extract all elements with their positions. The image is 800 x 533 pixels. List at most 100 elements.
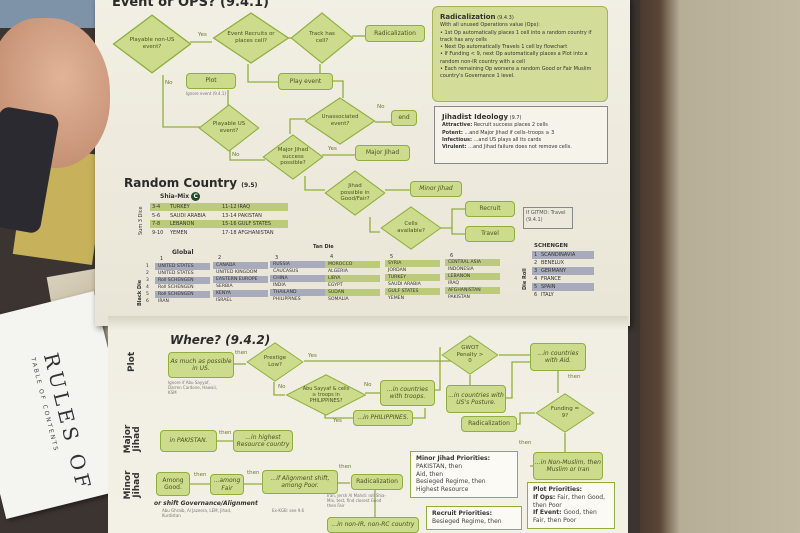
box-among-fair: ...among Fair <box>210 474 244 495</box>
plot-prio-key: If Ops: <box>533 493 556 501</box>
black-die-row-number: 4 <box>146 285 149 290</box>
label-no: No <box>364 382 372 388</box>
shia-cell: 9-10 <box>152 229 164 236</box>
global-table-cell: UNITED KINGDOM <box>216 270 258 276</box>
schengen-country: ITALY <box>541 292 554 298</box>
minor-prio-title: Minor Jihad Priorities: <box>416 455 490 462</box>
major-jihad-section-label: Major Jihad <box>123 424 143 454</box>
tan-die-column-header: 6 <box>450 253 454 259</box>
then-label: then <box>568 374 581 380</box>
global-table-cell: SAUDI ARABIA <box>388 281 421 287</box>
shia-cell: 7-8 <box>152 221 161 227</box>
schengen-country: SCANDINAVIA <box>541 252 576 258</box>
box-radicalization-minor: Radicalization <box>351 474 403 490</box>
diamond-track-has-cell: Track has cell? <box>290 12 354 64</box>
schengen-roll: 1 <box>534 252 538 258</box>
label-no: No <box>377 104 385 110</box>
radicalization-note: Iran, Jersh Al Mahdi: roll Shia-Mix, tes… <box>327 493 386 508</box>
plot-prio-key: If Event: <box>533 509 562 517</box>
minor-prio-item: PAKISTAN, then <box>416 462 463 470</box>
diamond-prestige-low: Prestige Low? <box>246 342 304 382</box>
box-end: end <box>391 110 417 126</box>
diamond-jihad-good-fair: Jihad possible in Good/Fair? <box>324 170 386 216</box>
minor-prio-item: Besieged Regime, then <box>416 478 486 486</box>
global-table-cell: EGYPT <box>328 282 343 288</box>
schengen-country: BENELUX <box>541 260 565 266</box>
tan-die-label: Tan Die <box>313 244 334 250</box>
box-plot: Plot <box>186 73 236 89</box>
black-die-row-number: 3 <box>146 278 149 283</box>
label-no: No <box>278 384 286 390</box>
diamond-playable-us: Playable US event? <box>198 104 260 152</box>
global-table-cell: Roll SCHENGEN <box>155 277 210 284</box>
shia-cell: LEBANON <box>170 221 195 227</box>
shia-cell: 3-4 <box>152 204 161 210</box>
label-no: No <box>232 152 240 158</box>
ideology-key: Infectious: <box>442 136 473 143</box>
box-among-good: Among Good. <box>156 472 190 496</box>
plot-prio-value: Good, then Fair, then Poor <box>533 509 597 525</box>
shia-cell: AFGHANISTAN <box>238 229 274 236</box>
box-alignment-shift-poor: ...if Alignment shift, among Poor. <box>262 470 338 494</box>
label-yes: Yes <box>328 146 337 152</box>
label-no: No <box>165 80 173 86</box>
global-table-cell: SYRIA <box>385 259 440 267</box>
then-label: then <box>219 430 232 436</box>
box-major-jihad: Major Jihad <box>355 145 410 161</box>
us-note: Ignore if Abu Sayyaf, Darren Cardone, Ha… <box>168 380 217 395</box>
global-table-cell: ALGERIA <box>328 268 348 274</box>
shia-cell: 5-6 <box>152 212 161 219</box>
ignore-event-note: Ignore event (9.4.1) <box>186 91 226 96</box>
then-label: then <box>339 464 352 470</box>
plot-prio-value: Fair, then Good, then Poor <box>533 493 606 509</box>
global-table-cell: CENTRAL ASIA <box>445 259 500 266</box>
ideology-key: Attractive: <box>442 122 473 129</box>
shia-cell: 15-16 <box>222 221 237 227</box>
recruit-prio-title: Recruit Priorities: <box>432 510 493 517</box>
then-label: then <box>247 470 260 476</box>
global-table-cell: EASTERN EUROPE <box>213 276 268 284</box>
ideology-value: ...and Jihad failure does not remove cel… <box>468 144 572 150</box>
global-table-cell: PAKISTAN <box>448 295 470 300</box>
tan-die-column-header: 3 <box>275 254 279 261</box>
box-travel: Travel <box>465 226 515 242</box>
shia-cell: 13-14 <box>222 212 237 219</box>
global-table-cell: CANADA <box>213 262 268 270</box>
box-in-philippines: ...in PHILIPPINES. <box>353 410 413 426</box>
radicalization-item: Each remaining Op worsens a random Good … <box>440 66 600 81</box>
tan-die-column-header: 4 <box>330 254 334 261</box>
shia-cell: SAUDI ARABIA <box>170 212 206 219</box>
global-table-cell: TURKEY <box>385 273 440 281</box>
shia-mix-icon: C <box>191 192 201 201</box>
event-ops-title: Event or OPS? (9.4.1) <box>112 0 269 10</box>
schengen-roll: 2 <box>534 260 538 266</box>
radicalization-intro: With all unused Operations value (Ops): <box>440 22 540 29</box>
schengen-roll: 5 <box>534 284 538 290</box>
ex-kgb-note: Ex-KGB: see 9.6 <box>272 508 305 513</box>
global-label: Global <box>172 249 194 256</box>
label-yes: Yes <box>308 353 317 359</box>
box-play-event: Play event <box>278 73 333 90</box>
ideology-title: Jihadist Ideology <box>442 113 509 121</box>
global-table-cell: ISRAEL <box>216 298 232 304</box>
then-label: then <box>194 472 207 478</box>
schengen-title: SCHENGEN <box>534 243 568 249</box>
shia-cell: PAKISTAN <box>238 212 262 219</box>
schengen-roll: 3 <box>534 268 538 274</box>
global-table-cell: Roll SCHENGEN <box>155 291 210 298</box>
box-non-ir-country: ...in non-IR, non-RC country <box>327 517 419 533</box>
shia-cell: IRAQ <box>238 204 251 210</box>
global-table-cell: AFGHANISTAN <box>445 287 500 294</box>
black-die-row-number: 2 <box>146 271 149 276</box>
global-table-cell: UNITED STATES <box>158 271 194 276</box>
global-table-cell: SOMALIA <box>328 296 349 302</box>
global-table-cell: CHINA <box>270 275 325 283</box>
global-table-cell: LIBYA <box>325 274 380 282</box>
plot-prio-title: Plot Priorities: <box>533 486 583 493</box>
global-table-cell: YEMEN <box>388 295 405 301</box>
box-minor-jihad: Minor Jihad <box>410 181 462 197</box>
global-table-cell: KENYA <box>213 290 268 298</box>
black-die-row-number: 6 <box>146 299 149 304</box>
